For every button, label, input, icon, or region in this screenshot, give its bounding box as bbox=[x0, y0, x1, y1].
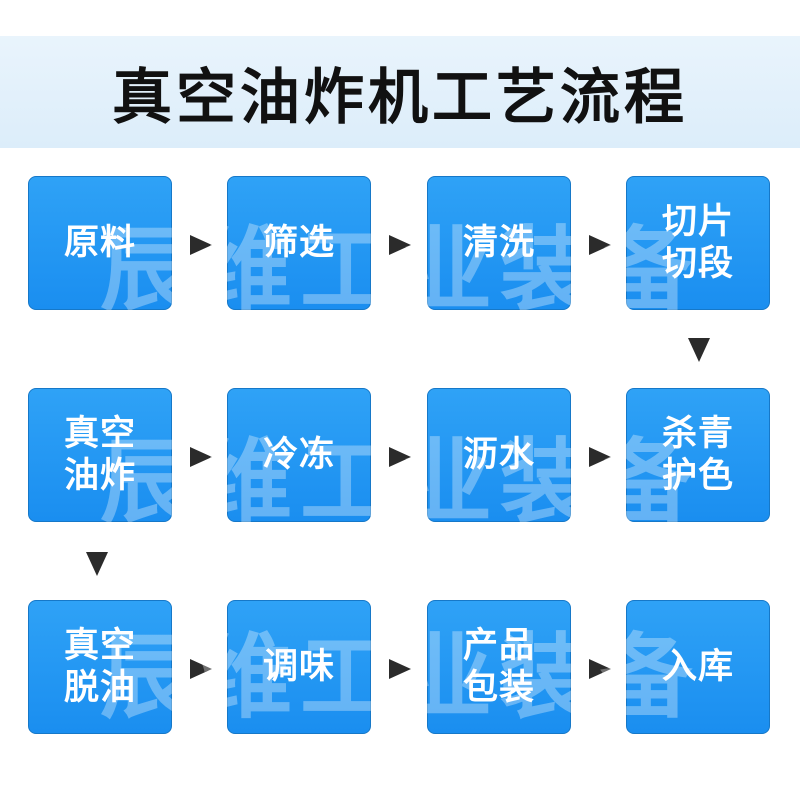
arrow-right-icon bbox=[389, 235, 411, 255]
step-freezing: 冷冻 bbox=[227, 388, 371, 522]
step-label: 入库 bbox=[661, 647, 734, 687]
step-draining: 沥水 bbox=[427, 388, 571, 522]
step-label: 调味 bbox=[262, 647, 335, 687]
step-label-line2: 包装 bbox=[462, 668, 535, 708]
step-blanching: 杀青 护色 bbox=[626, 388, 770, 522]
step-washing: 清洗 bbox=[427, 176, 571, 310]
step-label-line2: 护色 bbox=[661, 456, 734, 496]
step-label-line2: 切段 bbox=[661, 244, 734, 284]
title-banner: 真空油炸机工艺流程 bbox=[0, 36, 800, 148]
arrow-right-icon bbox=[589, 447, 611, 467]
arrow-right-icon bbox=[190, 447, 212, 467]
step-label-line1: 切片 bbox=[661, 202, 734, 242]
step-label-line1: 真空 bbox=[63, 414, 136, 454]
step-label: 冷冻 bbox=[262, 435, 335, 475]
arrow-right-icon bbox=[389, 659, 411, 679]
page-title: 真空油炸机工艺流程 bbox=[112, 62, 688, 133]
step-label-line2: 油炸 bbox=[63, 456, 136, 496]
arrow-right-icon bbox=[389, 447, 411, 467]
arrow-right-icon bbox=[589, 659, 611, 679]
arrow-right-icon bbox=[190, 235, 212, 255]
step-label: 沥水 bbox=[462, 435, 535, 475]
step-screening: 筛选 bbox=[227, 176, 371, 310]
step-label-line2: 脱油 bbox=[63, 668, 136, 708]
step-seasoning: 调味 bbox=[227, 600, 371, 734]
step-vacuum-frying: 真空 油炸 bbox=[28, 388, 172, 522]
step-label-line1: 杀青 bbox=[661, 414, 734, 454]
step-vacuum-deoiling: 真空 脱油 bbox=[28, 600, 172, 734]
step-warehousing: 入库 bbox=[626, 600, 770, 734]
step-packaging: 产品 包装 bbox=[427, 600, 571, 734]
step-label: 筛选 bbox=[262, 223, 335, 263]
step-label: 原料 bbox=[63, 223, 136, 263]
step-label: 清洗 bbox=[462, 223, 535, 263]
arrow-right-icon bbox=[190, 659, 212, 679]
step-label-line1: 真空 bbox=[63, 626, 136, 666]
arrow-down-icon bbox=[688, 338, 710, 362]
step-slicing: 切片 切段 bbox=[626, 176, 770, 310]
arrow-down-icon bbox=[86, 552, 108, 576]
arrow-right-icon bbox=[589, 235, 611, 255]
step-raw-material: 原料 bbox=[28, 176, 172, 310]
step-label-line1: 产品 bbox=[462, 626, 535, 666]
